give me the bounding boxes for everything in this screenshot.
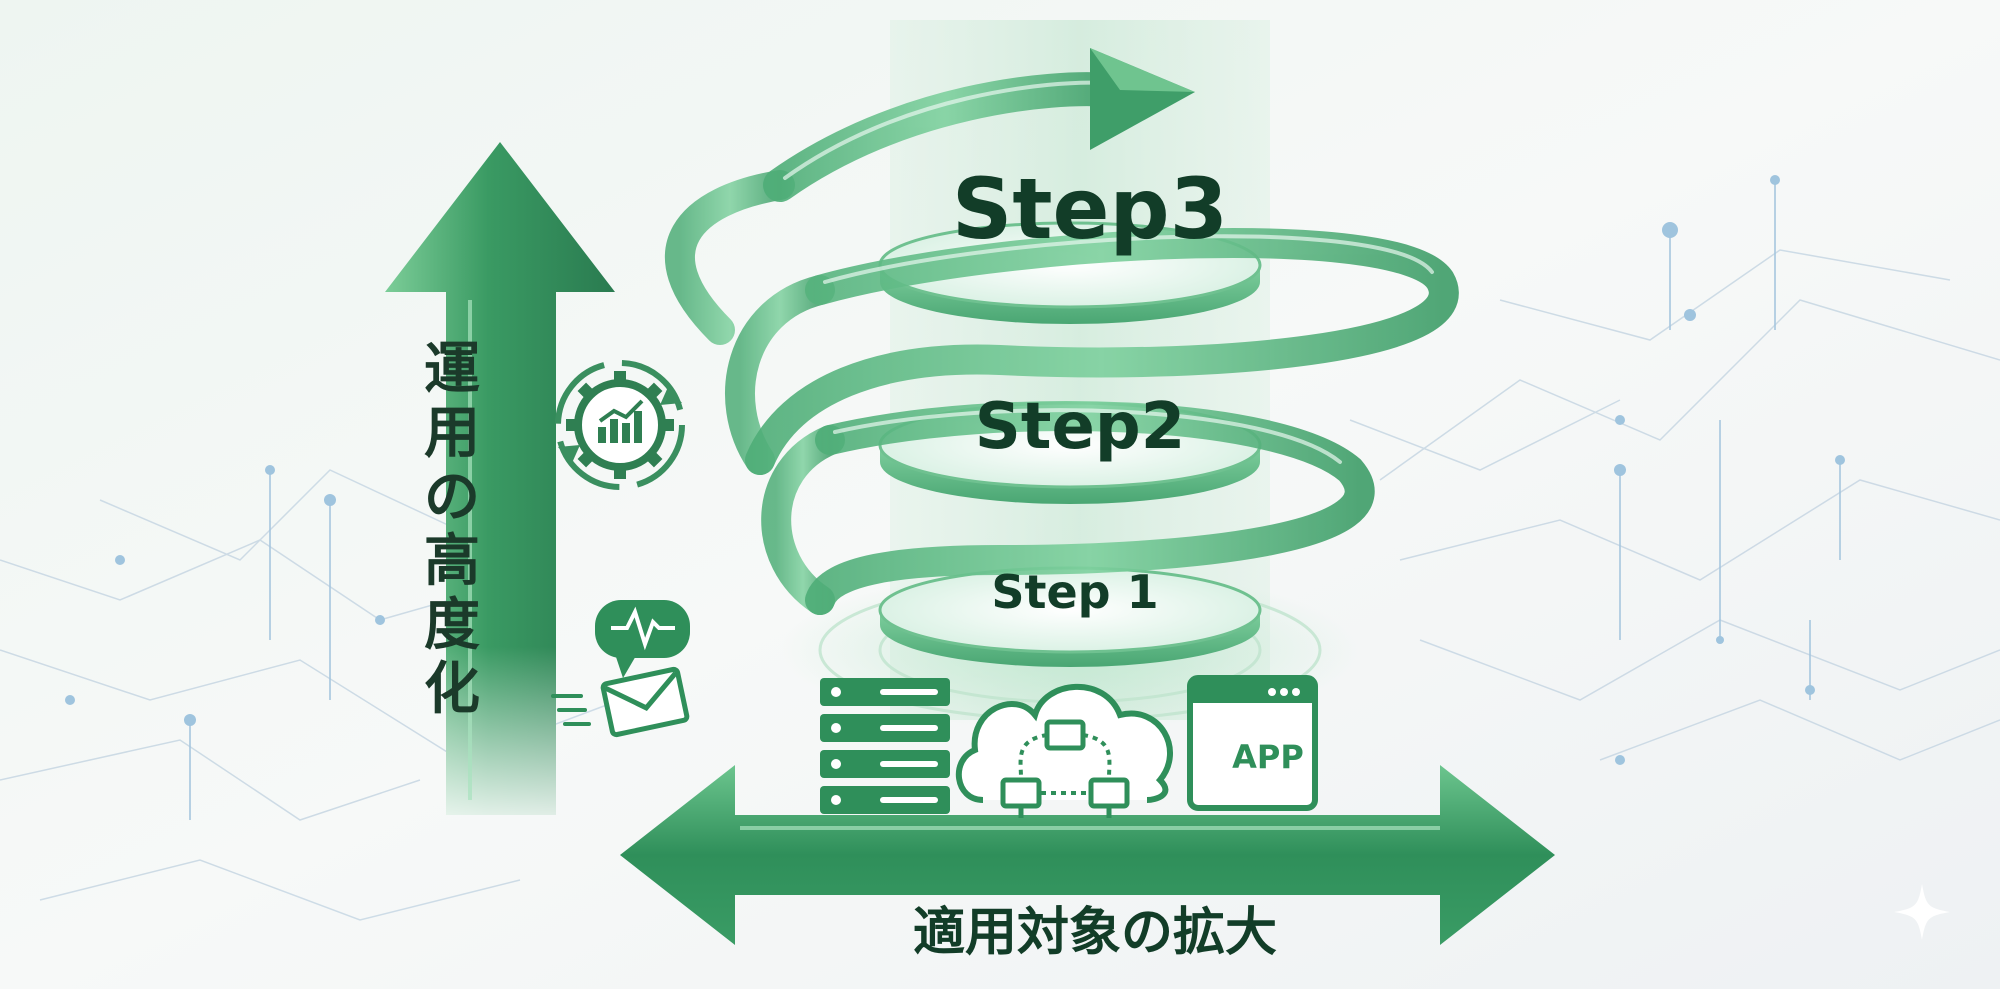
horizontal-arrow: [620, 765, 1555, 945]
spiral-front: [745, 72, 1459, 615]
step2-label: Step2: [975, 390, 1185, 464]
vertical-axis-char: 度: [424, 593, 480, 658]
gear-chart-icon: [555, 360, 685, 490]
vertical-axis-char: 運: [424, 337, 480, 402]
spiral-back: [664, 170, 845, 615]
vertical-axis-label: 運用の高度化: [424, 337, 480, 722]
cloud-network-icon: [955, 683, 1173, 818]
vertical-axis-char: 用: [424, 401, 480, 466]
vertical-arrow: [385, 142, 615, 815]
app-window-icon: APP: [1187, 675, 1318, 811]
app-icon-label: APP: [1232, 738, 1304, 776]
network-lines: [0, 249, 2000, 921]
step3-label: Step3: [952, 160, 1228, 258]
vertical-axis-char: の: [424, 465, 480, 530]
message-mail-icon: [551, 600, 690, 738]
spiral-highlights: [783, 80, 1434, 464]
horizontal-axis-label: 適用対象の拡大: [913, 903, 1277, 963]
sparkle-icon: [1894, 884, 1950, 940]
server-icon: [820, 678, 950, 814]
vertical-axis-char: 高: [424, 529, 480, 594]
network-nodes: [65, 175, 1845, 765]
vertical-axis-char: 化: [424, 657, 480, 722]
step1-label: Step 1: [991, 565, 1158, 619]
